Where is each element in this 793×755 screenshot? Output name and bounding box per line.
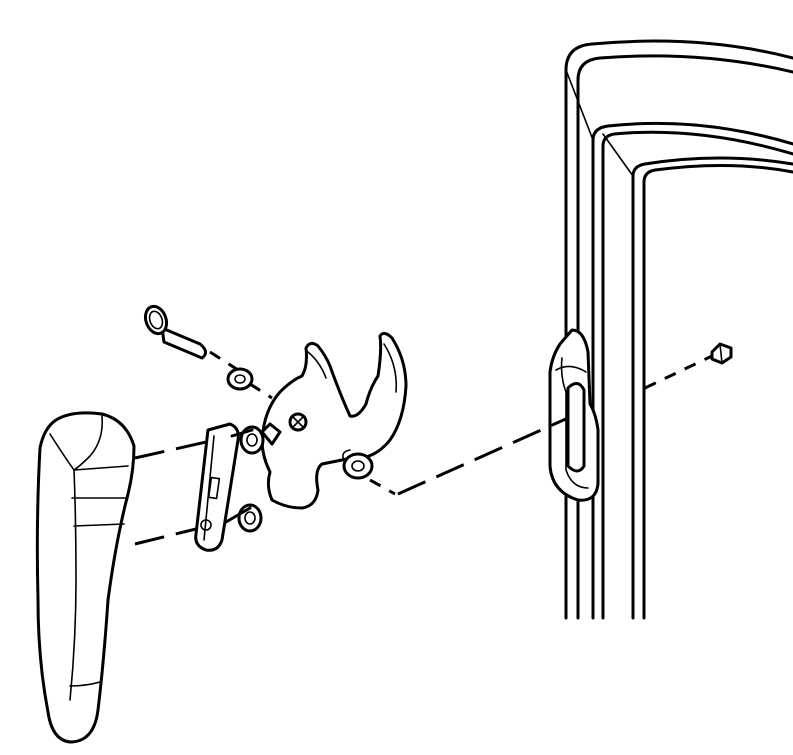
- hinge-pin: [143, 304, 207, 360]
- washer: [226, 367, 254, 391]
- door-frame: [564, 39, 793, 620]
- set-screw: [710, 342, 733, 365]
- latch-keeper: [548, 328, 600, 502]
- handle-lever: [35, 411, 136, 744]
- spacer-nut: [342, 449, 374, 480]
- mounting-bracket: [194, 422, 282, 552]
- latch-cam-plate: [260, 331, 408, 510]
